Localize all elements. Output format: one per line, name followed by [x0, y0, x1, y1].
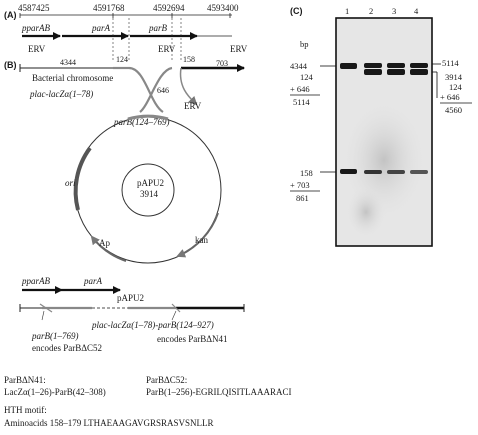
erv-right-label: ERV [230, 44, 248, 54]
footnote-c52-seq: ParB(1–256)-EGRILQISITLAAARACI [146, 387, 291, 397]
crossover-curve-3 [179, 67, 198, 106]
lane-1-label: 1 [345, 6, 349, 16]
bottom-pparAB-label: pparAB [21, 276, 51, 286]
coord-3: 4592694 [153, 3, 185, 13]
lane-4-label: 4 [414, 6, 419, 16]
band-lane3-high-a [387, 63, 405, 68]
left-sum-5114: 5114 [293, 97, 310, 107]
panel-a-label: (A) [4, 10, 17, 20]
coord-1: 4587425 [18, 3, 50, 13]
num-646: 646 [157, 86, 169, 95]
band-lane3-high-b [387, 69, 405, 75]
left-plus-646: + 646 [290, 84, 310, 94]
panel-c-label: (C) [290, 6, 303, 16]
band-lane3-low [387, 170, 405, 174]
right-5114: 5114 [442, 58, 459, 68]
parB-fragment-label: parB(124–769) [113, 117, 170, 127]
band-lane1-high [340, 63, 357, 69]
plasmid-size: 3914 [140, 189, 159, 199]
num-703: 703 [216, 59, 228, 68]
right-plus-646: + 646 [440, 92, 460, 102]
erv-mid-label: ERV [158, 44, 176, 54]
kan-gene-arrow [176, 212, 219, 258]
erv-left-label: ERV [28, 44, 46, 54]
plasmid-name: pAPU2 [137, 178, 164, 188]
plasmid-insert-arc [127, 114, 169, 121]
ap-label: Ap [99, 238, 110, 248]
bottom-parA-label: parA [83, 276, 103, 286]
ori-segment [73, 146, 92, 211]
right-124: 124 [449, 82, 463, 92]
chromosome-label: Bacterial chromosome [32, 73, 113, 83]
band-lane2-high-a [364, 63, 382, 68]
gene-pparAB-label: pparAB [21, 23, 51, 33]
crossover-curve-1 [128, 66, 164, 113]
lane-2-label: 2 [369, 6, 373, 16]
band-lane2-high-b [364, 69, 382, 75]
crossover-curve-2 [139, 66, 173, 113]
band-lane4-high-a [410, 63, 428, 68]
left-124: 124 [300, 72, 314, 82]
num-158: 158 [183, 55, 195, 64]
band-lane2-low [364, 170, 382, 174]
plasmid-erv-label: ERV [184, 101, 202, 111]
left-plus-703: + 703 [290, 180, 310, 190]
footnote-c52-title: ParBΔC52: [146, 375, 187, 385]
bp-label: bp [300, 39, 309, 49]
bottom-encodes-n41-label: encodes ParBΔN41 [157, 334, 228, 344]
panel-b-label: (B) [4, 60, 17, 70]
footnote-n41-seq: LacZα(1–26)-ParB(42–308) [4, 387, 106, 397]
gene-parB-label: parB [148, 23, 168, 33]
right-3914: 3914 [445, 72, 463, 82]
footnote-hth-title: HTH motif: [4, 405, 47, 415]
left-4344: 4344 [290, 61, 308, 71]
num-4344: 4344 [60, 58, 76, 67]
plac-label: plac-lacZα(1–78) [29, 89, 93, 99]
gene-parA-label: parA [91, 23, 111, 33]
right-sum-4560: 4560 [445, 105, 462, 115]
footnote-hth-seq: Aminoacids 158–179 LTHAEAAGAVGRSRASVSNLL… [4, 418, 214, 428]
bottom-encodes-c52-label: encodes ParBΔC52 [32, 343, 102, 353]
kan-label: kan [195, 235, 208, 245]
bottom-papu2-label: pAPU2 [117, 293, 144, 303]
num-124: 124 [116, 55, 128, 64]
band-lane4-low [410, 170, 428, 174]
left-158: 158 [300, 168, 313, 178]
coord-2: 4591768 [93, 3, 125, 13]
footnote-n41-title: ParBΔN41: [4, 375, 46, 385]
bottom-parB-trunc-label: parB(1–769) [31, 331, 79, 341]
left-sum-861: 861 [296, 193, 309, 203]
band-lane1-low [340, 169, 357, 174]
bottom-plac-fusion-label: plac-lacZα(1–78)-parB(124–927) [91, 320, 214, 330]
ori-label: ori [65, 178, 76, 188]
plasmid-inner-circle [121, 163, 175, 217]
lane-3-label: 3 [392, 6, 396, 16]
band-lane4-high-b [410, 69, 428, 75]
coord-4: 4593400 [207, 3, 239, 13]
ap-gene-arrow [90, 235, 127, 262]
